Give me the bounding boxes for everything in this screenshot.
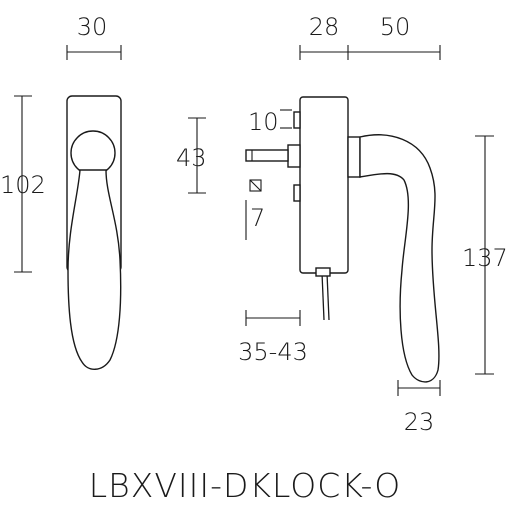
handle-neck: [347, 136, 361, 178]
product-code-title: LBXVIII-DKLOCK-O: [89, 466, 402, 505]
dim-handle-tip: 23: [397, 380, 441, 436]
dim-hole: 10: [248, 108, 292, 136]
dim-side-projection-label: 50: [380, 13, 411, 41]
dim-spindle-range-label: 35-43: [238, 338, 308, 366]
dim-handle-tip-label: 23: [404, 408, 435, 436]
dim-spindle-spacing-label: 43: [176, 144, 207, 172]
lock-tab-top: [293, 111, 301, 129]
dim-spindle-range: 35-43: [238, 310, 308, 366]
dim-front-height-label: 102: [0, 171, 46, 199]
spindle-collar: [287, 144, 301, 168]
square-spindle: [245, 149, 289, 162]
front-handle-lever: [67, 169, 122, 370]
dim-square-spindle-label: 7: [250, 204, 265, 232]
dim-spindle-spacing: 43: [176, 117, 207, 194]
dim-handle-height: 137: [462, 135, 508, 375]
dim-side-depth-label: 28: [309, 13, 340, 41]
dim-front-height: 102: [0, 95, 46, 273]
side-view: 28 50 10 43: [176, 13, 508, 436]
side-body: [299, 96, 349, 274]
dim-hole-label: 10: [248, 108, 279, 136]
square-symbol: [249, 179, 262, 192]
key-base: [315, 267, 331, 277]
lock-tab-bottom: [293, 184, 301, 202]
dim-side-top: 28 50: [299, 13, 441, 60]
dim-square-spindle: 7: [245, 179, 265, 240]
side-handle-lever: [359, 134, 440, 383]
handle-boss: [70, 130, 116, 176]
dim-front-width-label: 30: [77, 13, 108, 41]
front-view: 30 102: [0, 13, 122, 370]
dim-handle-height-label: 137: [462, 244, 508, 272]
dim-front-width: 30: [66, 13, 122, 60]
key-pin: [321, 272, 325, 321]
